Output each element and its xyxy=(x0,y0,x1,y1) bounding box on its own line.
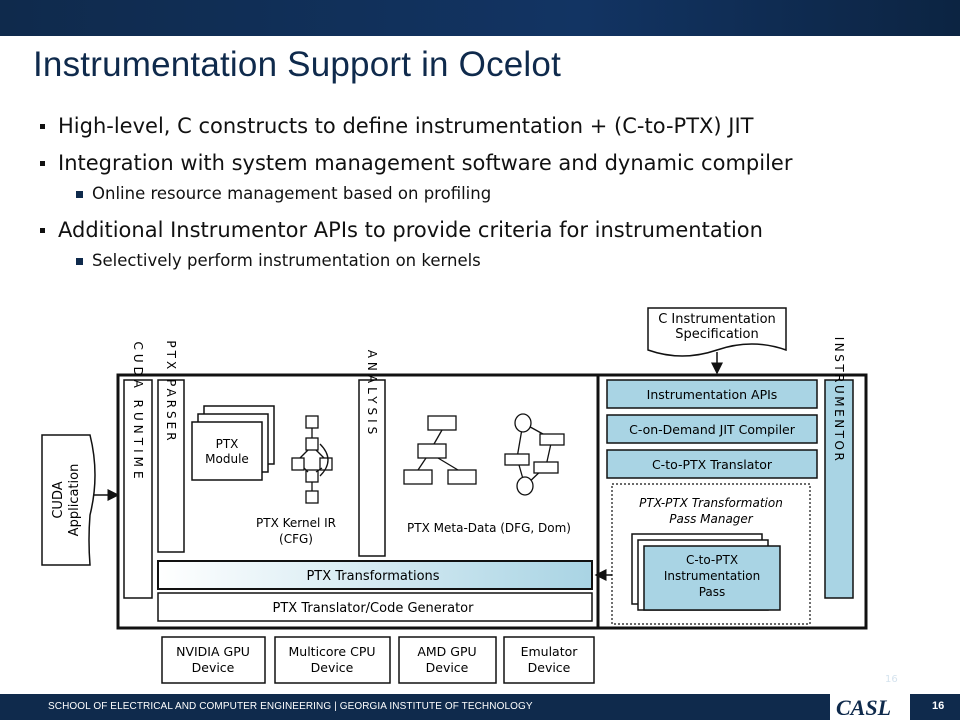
instrumentor xyxy=(824,379,854,599)
dom-graph xyxy=(504,413,565,496)
cuda-runtime-label: CUDA RUNTIME xyxy=(131,341,145,482)
svg-text:PTX: PTX xyxy=(216,437,239,451)
analysis xyxy=(358,379,386,557)
page-number: 16 xyxy=(932,700,945,712)
svg-text:Specification: Specification xyxy=(675,327,758,342)
device-nvidia-gpu: NVIDIA GPU Device xyxy=(161,636,266,684)
sub-bullet-2-1: Online resource management based on prof… xyxy=(38,182,938,206)
ptx-translator xyxy=(157,592,593,622)
svg-text:Device: Device xyxy=(528,660,571,675)
c-to-ptx-translator xyxy=(606,449,818,479)
c-to-ptx-translator-label: C-to-PTX Translator xyxy=(652,457,773,472)
footer-text: SCHOOL OF ELECTRICAL AND COMPUTER ENGINE… xyxy=(48,701,533,712)
svg-text:CUDA: CUDA xyxy=(51,481,66,518)
bullet-3: Additional Instrumentor APIs to provide … xyxy=(38,216,938,245)
ptx-kernel-ir-label: PTX Kernel IR xyxy=(256,516,336,530)
pass-manager-title: PTX-PTX Transformation xyxy=(639,496,783,510)
svg-text:AMD GPU: AMD GPU xyxy=(417,644,476,659)
svg-text:Device: Device xyxy=(192,660,235,675)
ptx-parser xyxy=(157,379,185,553)
svg-text:C-to-PTX: C-to-PTX xyxy=(686,553,738,567)
c-instrumentation-spec: C Instrumentation Specification xyxy=(647,307,787,357)
cuda-application: CUDA Application xyxy=(41,434,96,566)
device-emulator: Emulator Device xyxy=(503,636,595,684)
device-amd-gpu: AMD GPU Device xyxy=(398,636,497,684)
bullet-2: Integration with system management softw… xyxy=(38,149,938,178)
svg-text:Module: Module xyxy=(205,452,249,466)
bullet-list: High-level, C constructs to define instr… xyxy=(38,112,938,283)
svg-text:Device: Device xyxy=(311,660,354,675)
c-on-demand-jit xyxy=(606,414,818,444)
dfg-graph xyxy=(403,415,477,485)
ptx-translator-label: PTX Translator/Code Generator xyxy=(273,601,475,616)
bullet-1: High-level, C constructs to define instr… xyxy=(38,112,938,141)
instrumentation-apis xyxy=(606,379,818,409)
faint-page-number: 16 xyxy=(885,674,898,685)
instrumentor-label: INSTRUMENTOR xyxy=(832,337,846,464)
casl-logo: CASL xyxy=(836,695,892,720)
svg-text:Emulator: Emulator xyxy=(521,644,579,659)
svg-text:Application: Application xyxy=(67,464,82,537)
ptx-module: PTX Module xyxy=(191,405,275,481)
instrumentation-apis-label: Instrumentation APIs xyxy=(647,387,778,402)
cfg-graph xyxy=(291,415,333,504)
svg-text:C Instrumentation: C Instrumentation xyxy=(658,312,776,327)
svg-text:Instrumentation: Instrumentation xyxy=(664,569,760,583)
svg-text:NVIDIA GPU: NVIDIA GPU xyxy=(176,644,250,659)
ptx-parser-label: PTX PARSER xyxy=(164,340,178,443)
cuda-runtime xyxy=(123,379,153,599)
top-banner xyxy=(0,0,960,36)
sub-bullet-3-1: Selectively perform instrumentation on k… xyxy=(38,249,938,273)
ocelot-frame xyxy=(116,373,868,630)
ptx-meta-data-label: PTX Meta-Data (DFG, Dom) xyxy=(407,521,571,535)
logo-box xyxy=(830,694,910,720)
analysis-label: ANALYSIS xyxy=(365,350,379,439)
device-multicore-cpu: Multicore CPU Device xyxy=(274,636,391,684)
ptx-kernel-ir-sub: (CFG) xyxy=(279,532,313,546)
pass-manager-subtitle: Pass Manager xyxy=(669,512,754,526)
svg-text:Device: Device xyxy=(426,660,469,675)
ptx-transformations-label: PTX Transformations xyxy=(306,569,439,584)
svg-text:Multicore CPU: Multicore CPU xyxy=(288,644,375,659)
footer-bar: SCHOOL OF ELECTRICAL AND COMPUTER ENGINE… xyxy=(0,694,960,720)
svg-text:Pass: Pass xyxy=(699,585,726,599)
instrumentation-pass: C-to-PTX Instrumentation Pass xyxy=(631,533,781,611)
c-on-demand-jit-label: C-on-Demand JIT Compiler xyxy=(629,422,796,437)
slide-title: Instrumentation Support in Ocelot xyxy=(33,45,561,84)
ptx-transformations xyxy=(157,560,593,590)
